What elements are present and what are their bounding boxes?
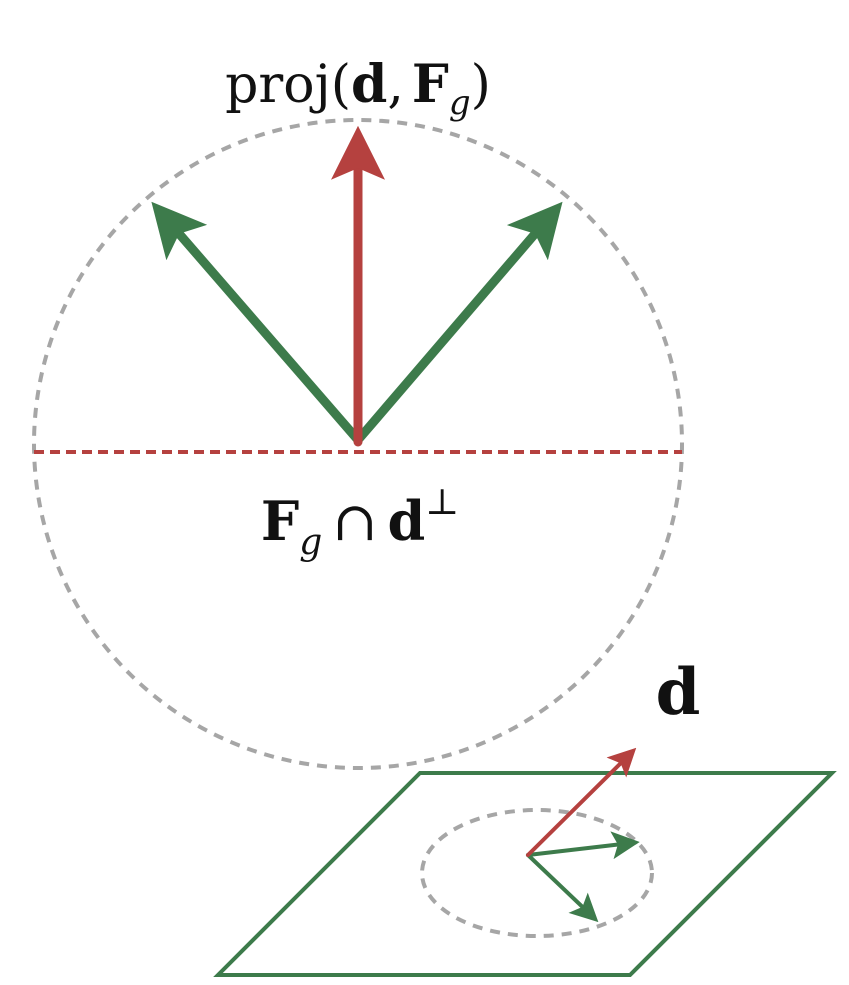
- green-arrow-left: [151, 201, 363, 445]
- subscript-g: g: [299, 522, 322, 563]
- superscript-perp: ⊥: [425, 482, 459, 523]
- close-paren: ): [471, 55, 491, 115]
- vector-d-symbol: d: [351, 54, 387, 115]
- intersection-symbol: ∩: [332, 490, 377, 553]
- set-f-symbol: F: [412, 54, 449, 115]
- intersection-label: Fg∩d⊥: [261, 482, 459, 563]
- small-green-arrow-right: [526, 831, 640, 860]
- set-f-symbol: F: [261, 489, 299, 553]
- vector-d-label: d: [656, 655, 701, 730]
- green-arrow-right: [353, 201, 563, 445]
- vector-d-symbol: d: [388, 489, 426, 553]
- comma: ,: [387, 55, 404, 115]
- projection-label: proj(d,Fg): [225, 54, 491, 123]
- plane-parallelogram: [213, 771, 837, 977]
- large-dashed-circle: [32, 118, 684, 770]
- small-red-arrow-d: [526, 747, 637, 857]
- subscript-g: g: [449, 83, 471, 123]
- small-green-arrow-down: [526, 853, 599, 923]
- small-dashed-ellipse: [420, 808, 654, 938]
- open-paren: (: [331, 55, 351, 115]
- proj-operator: proj: [225, 55, 331, 115]
